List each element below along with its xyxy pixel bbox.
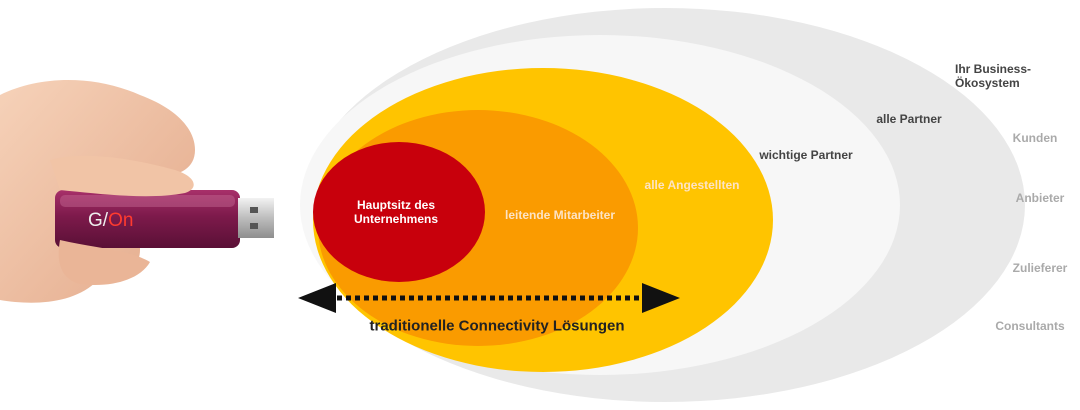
connectivity-solutions-label: traditionelle Connectivity Lösungen bbox=[369, 317, 625, 335]
important-partners-label: wichtige Partner bbox=[759, 148, 853, 162]
ecosystem-item-suppliers: Zulieferer bbox=[1012, 261, 1068, 275]
ecosystem-item-consultants: Consultants bbox=[995, 319, 1065, 333]
headquarters-label: Hauptsitz des Unternehmens bbox=[353, 198, 439, 226]
connectivity-arrow bbox=[298, 283, 680, 313]
ecosystem-title: Ihr Business-Ökosystem bbox=[955, 62, 1032, 90]
usb-connector bbox=[238, 198, 274, 238]
employees-label: alle Angestellten bbox=[644, 178, 740, 192]
ecosystem-item-vendors: Anbieter bbox=[1015, 191, 1065, 205]
usb-brand-label: G/On bbox=[88, 210, 133, 231]
headquarters-ellipse bbox=[313, 142, 485, 282]
usb-stick-body bbox=[55, 190, 240, 248]
ecosystem-item-customers: Kunden bbox=[1012, 131, 1058, 145]
management-label: leitende Mitarbeiter bbox=[504, 208, 616, 222]
hand-holding-usb-stick bbox=[0, 80, 274, 303]
all-partners-label: alle Partner bbox=[876, 112, 942, 126]
